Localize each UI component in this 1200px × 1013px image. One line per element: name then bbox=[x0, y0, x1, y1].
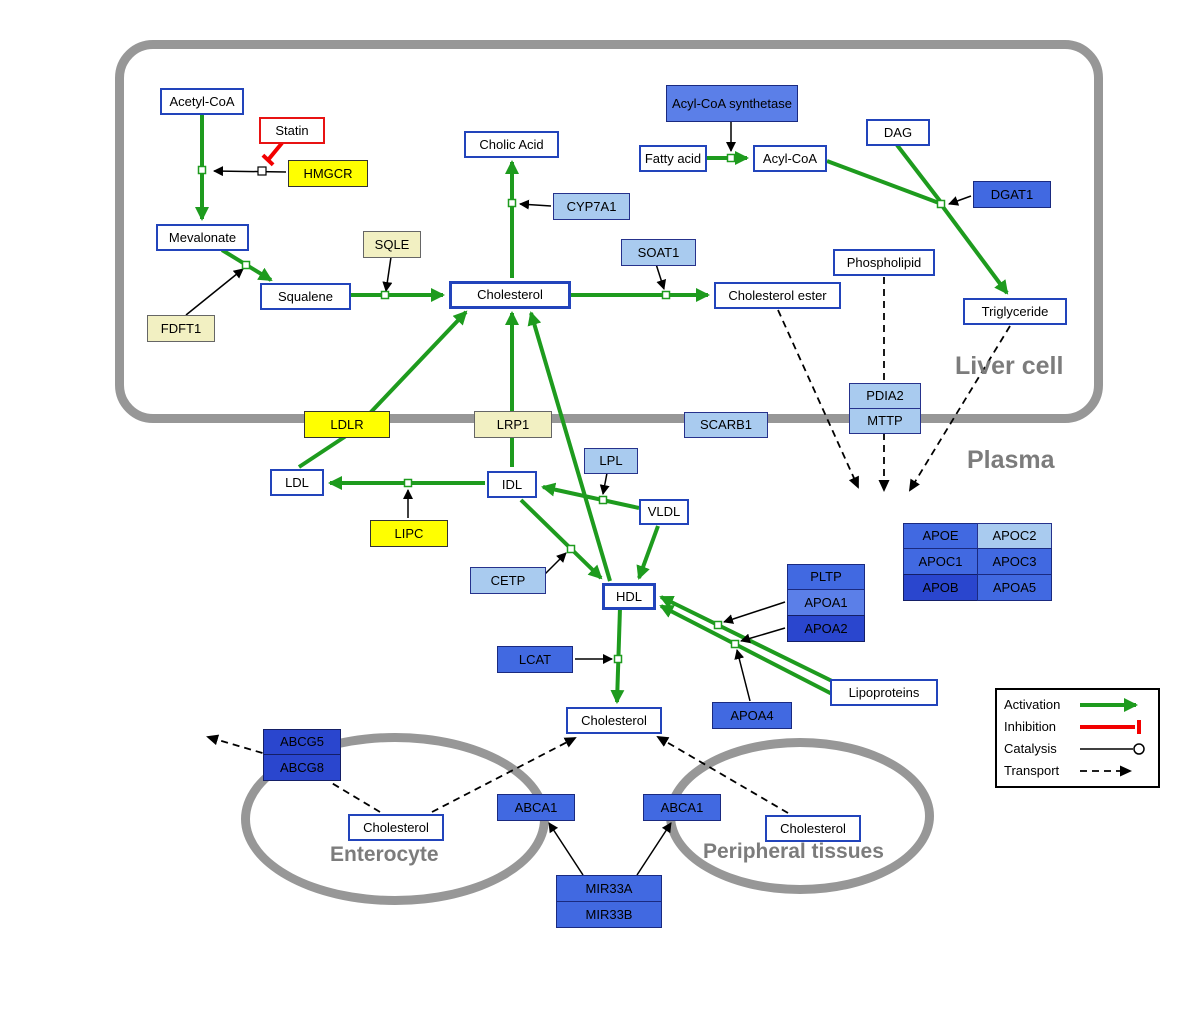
node-lcat[interactable]: LCAT bbox=[497, 646, 573, 673]
node-cholesterol-ester[interactable]: Cholesterol ester bbox=[714, 282, 841, 309]
node-pdia2[interactable]: PDIA2 bbox=[849, 383, 921, 409]
node-cholesterol-liver[interactable]: Cholesterol bbox=[449, 281, 571, 309]
catalysis-lpl bbox=[599, 472, 610, 495]
anchor-lipc bbox=[403, 478, 413, 488]
node-apoc1[interactable]: APOC1 bbox=[903, 548, 978, 575]
node-hmgcr[interactable]: HMGCR bbox=[288, 160, 368, 187]
node-lpl[interactable]: LPL bbox=[584, 448, 638, 474]
node-mevalonate[interactable]: Mevalonate bbox=[156, 224, 249, 251]
node-lipc[interactable]: LIPC bbox=[370, 520, 448, 547]
anchor-lcat bbox=[613, 654, 623, 664]
node-abcg5[interactable]: ABCG5 bbox=[263, 729, 341, 755]
node-triglyceride[interactable]: Triglyceride bbox=[963, 298, 1067, 325]
anchor-apoa2 bbox=[730, 639, 740, 649]
edge-vldl-idl bbox=[541, 482, 640, 510]
node-cetp[interactable]: CETP bbox=[470, 567, 546, 594]
node-acetyl-coa[interactable]: Acetyl-CoA bbox=[160, 88, 244, 115]
legend-activation-label: Activation bbox=[1004, 697, 1061, 712]
node-apoc2[interactable]: APOC2 bbox=[977, 523, 1052, 549]
node-abcg8[interactable]: ABCG8 bbox=[263, 754, 341, 781]
node-apoa4[interactable]: APOA4 bbox=[712, 702, 792, 729]
node-abca1-enterocyte[interactable]: ABCA1 bbox=[497, 794, 575, 821]
node-mir33b[interactable]: MIR33B bbox=[556, 901, 662, 928]
node-cholesterol-enterocyte[interactable]: Cholesterol bbox=[348, 814, 444, 841]
catalysis-apoa4 bbox=[734, 649, 751, 702]
node-mttp[interactable]: MTTP bbox=[849, 408, 921, 434]
node-dag[interactable]: DAG bbox=[866, 119, 930, 146]
node-apoc3[interactable]: APOC3 bbox=[977, 548, 1052, 575]
edge-hdl-plasma-cholesterol bbox=[610, 607, 625, 704]
catalysis-apoa2 bbox=[740, 627, 786, 644]
node-scarb1[interactable]: SCARB1 bbox=[684, 412, 768, 438]
node-idl[interactable]: IDL bbox=[487, 471, 537, 498]
catalysis-apoa1 bbox=[723, 601, 786, 624]
enterocyte-label: Enterocyte bbox=[330, 843, 439, 866]
peripheral-tissues-label: Peripheral tissues bbox=[703, 840, 884, 863]
node-fatty-acid[interactable]: Fatty acid bbox=[639, 145, 707, 172]
node-cholesterol-peripheral[interactable]: Cholesterol bbox=[765, 815, 861, 842]
node-abca1-peripheral[interactable]: ABCA1 bbox=[643, 794, 721, 821]
edge-mir33-abca1-peripheral bbox=[636, 822, 672, 876]
legend-inhibition-label: Inhibition bbox=[1004, 719, 1057, 734]
node-cyp7a1[interactable]: CYP7A1 bbox=[553, 193, 630, 220]
liver-cell-label: Liver cell bbox=[955, 352, 1064, 380]
node-apoe[interactable]: APOE bbox=[903, 523, 978, 549]
node-apoa5[interactable]: APOA5 bbox=[977, 574, 1052, 601]
node-statin[interactable]: Statin bbox=[259, 117, 325, 144]
catalysis-cetp bbox=[544, 552, 567, 575]
node-fdft1[interactable]: FDFT1 bbox=[147, 315, 215, 342]
node-apoa2[interactable]: APOA2 bbox=[787, 615, 865, 642]
node-lrp1[interactable]: LRP1 bbox=[474, 411, 552, 438]
node-phospholipid[interactable]: Phospholipid bbox=[833, 249, 935, 276]
node-lipoproteins[interactable]: Lipoproteins bbox=[830, 679, 938, 706]
plasma-label: Plasma bbox=[967, 446, 1055, 474]
anchor-lpl bbox=[598, 495, 608, 505]
node-soat1[interactable]: SOAT1 bbox=[621, 239, 696, 266]
node-apob[interactable]: APOB bbox=[903, 574, 978, 601]
node-sqle[interactable]: SQLE bbox=[363, 231, 421, 258]
node-dgat1[interactable]: DGAT1 bbox=[973, 181, 1051, 208]
node-cholesterol-plasma[interactable]: Cholesterol bbox=[566, 707, 662, 734]
edge-mir33-abca1-enterocyte bbox=[548, 822, 584, 876]
node-cholic-acid[interactable]: Cholic Acid bbox=[464, 131, 559, 158]
node-pltp[interactable]: PLTP bbox=[787, 564, 865, 590]
node-squalene[interactable]: Squalene bbox=[260, 283, 351, 310]
node-mir33a[interactable]: MIR33A bbox=[556, 875, 662, 902]
anchor-apoa1 bbox=[713, 620, 723, 630]
node-ldl[interactable]: LDL bbox=[270, 469, 324, 496]
anchor-cetp bbox=[566, 544, 576, 554]
node-hdl[interactable]: HDL bbox=[602, 583, 656, 610]
node-acyl-coa[interactable]: Acyl-CoA bbox=[753, 145, 827, 172]
node-ldlr[interactable]: LDLR bbox=[304, 411, 390, 438]
node-apoa1[interactable]: APOA1 bbox=[787, 589, 865, 616]
node-acyl-coa-synthetase[interactable]: Acyl-CoA synthetase bbox=[666, 85, 798, 122]
edge-vldl-hdl bbox=[636, 525, 660, 580]
legend-transport-label: Transport bbox=[1004, 763, 1060, 778]
legend-catalysis-label: Catalysis bbox=[1004, 741, 1057, 756]
node-vldl[interactable]: VLDL bbox=[639, 499, 689, 525]
